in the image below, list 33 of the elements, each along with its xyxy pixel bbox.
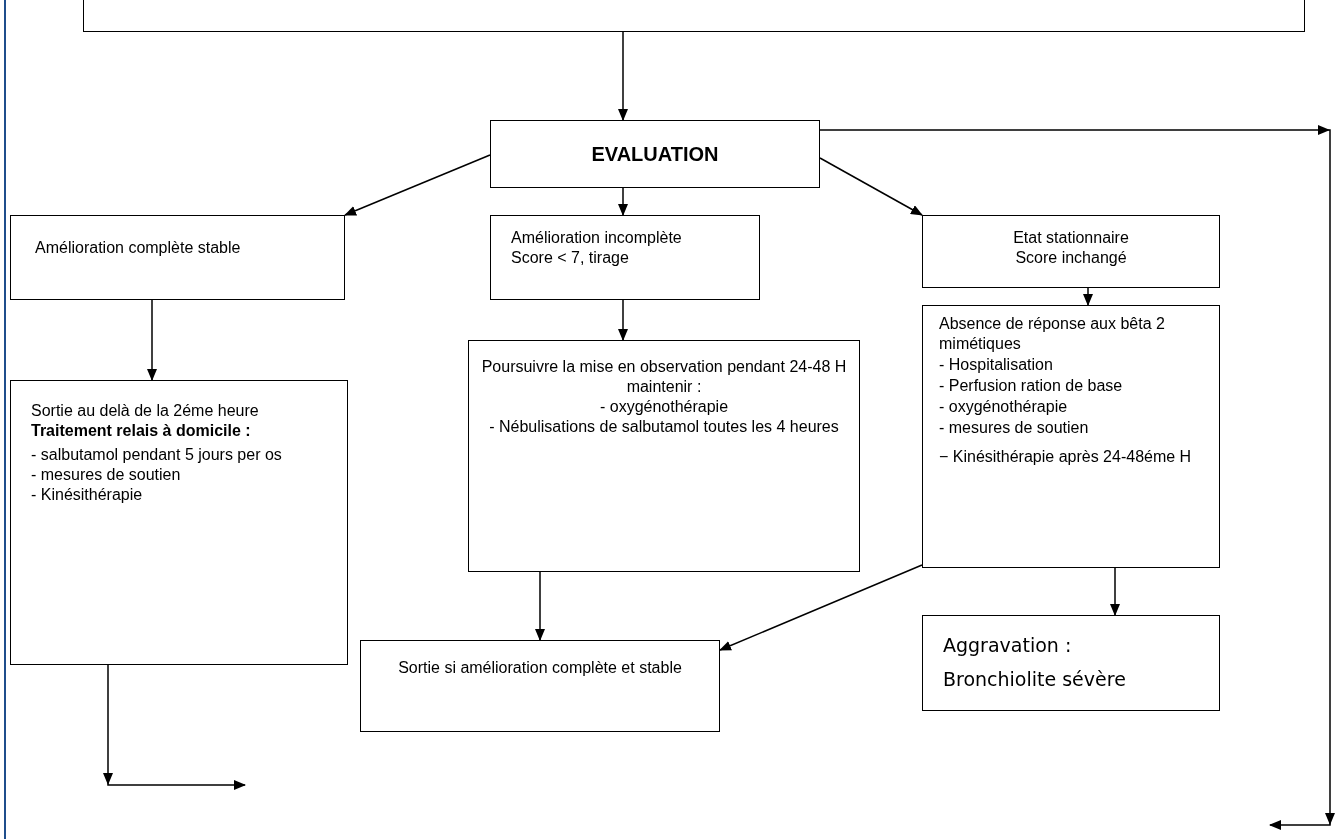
box-text: - oxygénothérapie xyxy=(599,397,729,417)
box-text: Bronchiolite sévère xyxy=(943,667,1127,692)
process-box xyxy=(490,120,820,188)
box-text: Poursuivre la mise en observation pendant 24-48 H maintenir : xyxy=(481,357,847,397)
box-text: Traitement relais à domicile : xyxy=(31,421,252,441)
box-text: Aggravation : xyxy=(943,633,1073,658)
box-text: - Kinésithérapie xyxy=(31,485,144,505)
process-box xyxy=(83,0,1305,32)
box-text: Absence de réponse aux bêta 2 mimétiques xyxy=(939,314,1166,354)
box-text: Amélioration complète stable xyxy=(35,238,242,258)
box-text: - oxygénothérapie xyxy=(939,397,1069,417)
process-box xyxy=(468,340,860,572)
process-box xyxy=(922,305,1220,568)
box-text: - mesures de soutien xyxy=(939,418,1090,438)
box-text: - salbutamol pendant 5 jours per os xyxy=(31,445,283,465)
box-text: EVALUATION xyxy=(591,142,719,167)
box-text: Amélioration incomplète xyxy=(511,228,683,248)
box-text: - Nébulisations de salbutamol toutes les 4 heures xyxy=(489,417,839,437)
box-text: Score inchangé xyxy=(1015,248,1127,268)
box-text: − Kinésithérapie après 24-48éme H xyxy=(939,447,1193,467)
process-box xyxy=(922,615,1220,711)
process-box xyxy=(490,215,760,300)
process-box xyxy=(360,640,720,732)
process-box xyxy=(10,215,345,300)
box-text: Etat stationnaire xyxy=(1013,228,1129,248)
process-box xyxy=(922,215,1220,288)
box-text: - Hospitalisation xyxy=(939,355,1054,375)
box-text: - Perfusion ration de base xyxy=(939,376,1124,396)
box-text: Sortie si amélioration complète et stable xyxy=(398,658,682,678)
box-text: - mesures de soutien xyxy=(31,465,182,485)
box-text: Sortie au delà de la 2éme heure xyxy=(31,401,260,421)
process-box xyxy=(10,380,348,665)
box-text: Score < 7, tirage xyxy=(511,248,630,268)
